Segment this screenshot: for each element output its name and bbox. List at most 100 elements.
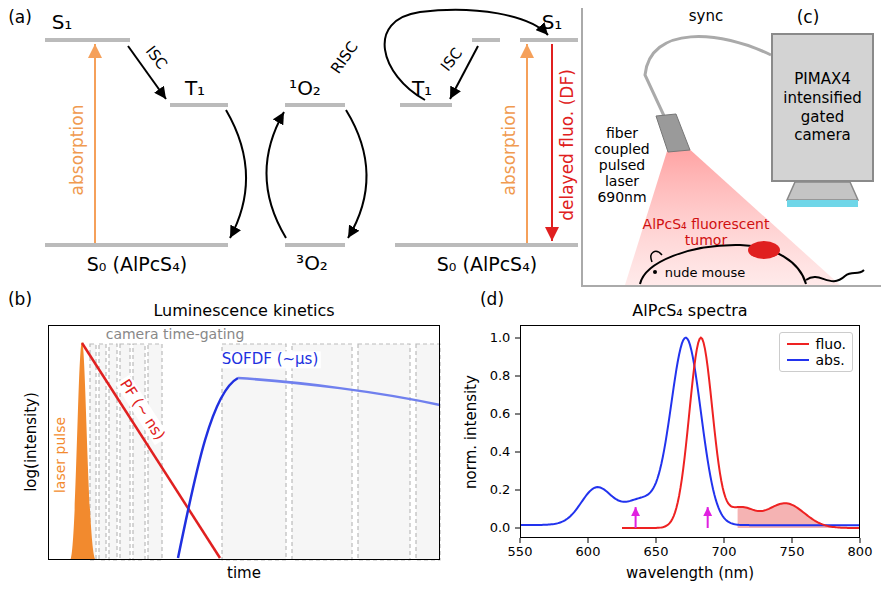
energy-levels [472, 38, 500, 42]
energy-levels [45, 40, 578, 245]
plot-frame: AlPcS₄ spectrafluo.abs. [520, 325, 860, 538]
legend-line-sample [787, 343, 809, 345]
tick-mark [520, 538, 521, 543]
annotation-label: (b) [8, 290, 32, 310]
annotation-label: log(intensity) [23, 392, 40, 492]
annotation-label: RISC [328, 39, 362, 77]
setup-illustration [653, 270, 657, 274]
annotation-label: absorption [500, 105, 520, 196]
setup-illustration [787, 182, 858, 200]
annotation-label: camera time-gating [104, 326, 247, 342]
tick-label: 1.0 [490, 331, 511, 346]
energy-levels [45, 38, 130, 42]
annotation-label: time [227, 565, 261, 582]
transition-arrows [94, 44, 96, 243]
tick-label: 0.2 [490, 483, 511, 498]
annotation-label: S₁ [52, 11, 73, 34]
tick-mark [860, 538, 861, 543]
legend-line-sample [786, 339, 810, 349]
gate-windows [148, 344, 162, 560]
tick-label: 550 [508, 545, 533, 560]
annotation-label: nude mouse [665, 266, 746, 281]
tick-mark [792, 538, 793, 543]
gate-windows [90, 344, 440, 560]
setup-illustration [582, 8, 881, 286]
annotation-label: sync [689, 8, 723, 25]
wavelength-marker [635, 507, 637, 528]
kinetics-curves [70, 342, 440, 560]
setup-illustration [645, 37, 771, 118]
annotation-label: (c) [797, 8, 820, 28]
annotation-label: T₁ [412, 77, 432, 100]
annotation-label: (d) [480, 290, 504, 310]
plot-title: AlPcS₄ spectra [521, 301, 859, 321]
transition-arrows [346, 110, 367, 238]
annotation-label: norm. intensity [463, 375, 480, 489]
camera-box: PIMAX4 intensified gated camera [771, 33, 874, 182]
transition-arrows [226, 110, 246, 238]
tick-label: 0.4 [490, 445, 511, 460]
annotation-label: ISC [438, 45, 467, 75]
setup-illustration [582, 8, 881, 286]
transition-arrows [95, 10, 552, 243]
setup-illustration [748, 241, 780, 259]
plot-frame: Luminescence kinetics [48, 325, 440, 560]
gate-windows [292, 344, 352, 560]
legend-entry: fluo. [786, 336, 846, 352]
annotation-label: AlPcS₄ fluorescent tumor [631, 216, 781, 248]
tick-label: 750 [780, 545, 805, 560]
annotation-label: PF (~ ns) [115, 375, 169, 445]
legend-line-sample [786, 355, 810, 365]
annotation-label: fiber coupled pulsed laser 690nm [587, 125, 657, 205]
gate-windows [416, 344, 440, 560]
tick-mark [588, 538, 589, 543]
annotation-label: laser pulse [52, 417, 68, 493]
annotation-label: S₀ (AlPcS₄) [437, 254, 537, 276]
setup-illustration [656, 114, 690, 152]
legend-text: abs. [816, 352, 845, 368]
gate-windows [222, 344, 286, 560]
setup-illustration [787, 200, 858, 207]
annotation-label: T₁ [185, 77, 205, 100]
tick-label: 700 [712, 545, 737, 560]
tick-mark [656, 538, 657, 543]
kinetics-curves [82, 343, 220, 558]
kinetics-curves [178, 378, 238, 558]
transition-arrows [551, 44, 553, 241]
transition-arrows [385, 10, 548, 100]
energy-levels [395, 243, 578, 247]
fluo-curve [622, 338, 860, 528]
tick-mark [724, 538, 725, 543]
energy-levels [520, 38, 578, 42]
energy-levels [400, 103, 452, 107]
legend-box: fluo.abs. [779, 332, 853, 372]
kinetics-curves [70, 342, 96, 560]
tick-label: 650 [644, 545, 669, 560]
tick-label: 600 [576, 545, 601, 560]
transition-arrows [526, 44, 528, 243]
legend-line-sample [787, 359, 809, 361]
energy-levels [285, 103, 345, 107]
kinetics-curves [238, 378, 440, 405]
gate-windows [358, 344, 410, 560]
tick-label: 0.6 [490, 407, 511, 422]
annotation-label: wavelength (nm) [626, 565, 754, 582]
box-text: PIMAX4 intensified gated camera [773, 66, 872, 149]
annotation-label: (a) [8, 8, 32, 28]
tick-label: 800 [848, 545, 873, 560]
annotation-label: ¹O₂ [289, 77, 321, 100]
legend-text: fluo. [816, 336, 846, 352]
energy-levels [170, 103, 228, 107]
setup-illustration [651, 251, 662, 262]
gate-windows [133, 344, 145, 560]
annotation-label: delayed fluo. (DF) [558, 69, 578, 221]
transition-arrows [266, 112, 286, 238]
annotation-label: SOFDF (~μs) [220, 351, 321, 368]
plot-title: Luminescence kinetics [49, 301, 439, 321]
energy-levels [285, 243, 345, 247]
annotation-label: absorption [68, 105, 88, 196]
gate-windows [109, 344, 117, 560]
wavelength-marker [707, 507, 709, 528]
